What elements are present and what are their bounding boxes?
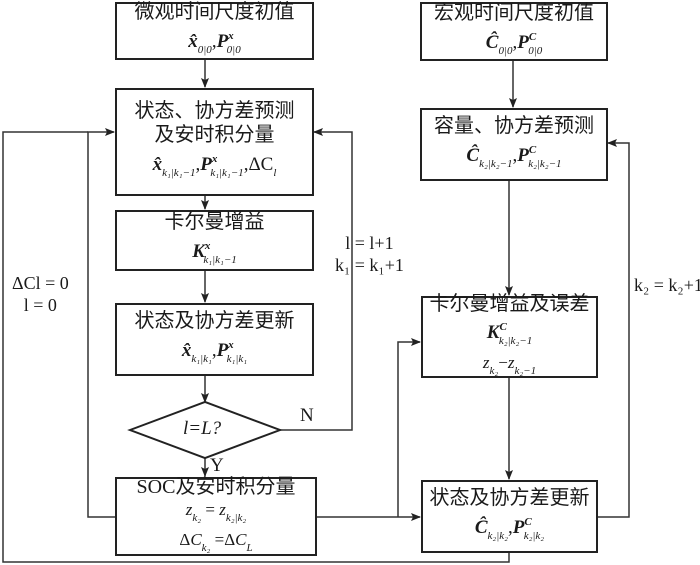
arrow-soc-to-macro-gain bbox=[397, 338, 421, 517]
micro-init-box: 微观时间尺度初值 x̂0|0,Px0|0 bbox=[115, 1, 314, 60]
macro-predict-box: 容量、协方差预测 Ĉk₂|k₂−1,PCk₂|k₂−1 bbox=[420, 108, 608, 181]
arrow-decision-no-loop bbox=[280, 128, 353, 431]
macro-predict-title: 容量、协方差预测 bbox=[434, 114, 594, 137]
macro-init-box: 宏观时间尺度初值 Ĉ0|0,PC0|0 bbox=[420, 2, 608, 61]
soc-math-2: ΔCk₂ =ΔCL bbox=[179, 529, 253, 554]
soc-title: SOC及安时积分量 bbox=[136, 475, 296, 498]
micro-increment-label: l = l+1 k₁ = k₁+1 bbox=[335, 232, 404, 276]
micro-increment-line1: l = l+1 bbox=[345, 233, 394, 253]
micro-predict-title-2: 及安时积分量 bbox=[154, 124, 275, 146]
macro-gain-math-1: KCk₂|k₂−1 bbox=[486, 321, 533, 347]
soc-box: SOC及安时积分量 zk₂ = zk₂|k₂ ΔCk₂ =ΔCL bbox=[115, 475, 317, 556]
reset-label-line1: ΔCl = 0 bbox=[12, 273, 69, 293]
micro-init-math: x̂0|0,Px0|0 bbox=[188, 30, 241, 56]
macro-gain-title: 卡尔曼增益及误差 bbox=[429, 293, 590, 315]
arrow-outer-loop bbox=[2, 131, 510, 563]
macro-gain-box: 卡尔曼增益及误差 KCk₂|k₂−1 zk₂−zk₂−1 bbox=[421, 293, 598, 378]
micro-predict-title-1: 状态、协方差预测 bbox=[134, 100, 295, 122]
micro-gain-box: 卡尔曼增益 Kxk₁|k₁−1 bbox=[115, 210, 314, 271]
macro-init-math: Ĉ0|0,PC0|0 bbox=[485, 30, 543, 57]
reset-label: ΔCl = 0 l = 0 bbox=[12, 272, 69, 316]
reset-label-line2: l = 0 bbox=[23, 295, 57, 315]
macro-predict-math: Ĉk₂|k₂−1,PCk₂|k₂−1 bbox=[466, 143, 562, 170]
micro-update-math: x̂k₁|k₁,Pxk₁|k₁ bbox=[181, 338, 248, 365]
micro-gain-title: 卡尔曼增益 bbox=[164, 210, 265, 233]
macro-init-title: 宏观时间尺度初值 bbox=[434, 1, 594, 24]
macro-update-box: 状态及协方差更新 Ĉk₂|k₂,PCk₂|k₂ bbox=[421, 480, 598, 553]
micro-update-box: 状态及协方差更新 x̂k₁|k₁,Pxk₁|k₁ bbox=[115, 303, 314, 376]
macro-update-title: 状态及协方差更新 bbox=[429, 486, 590, 509]
macro-gain-math-2: zk₂−zk₂−1 bbox=[482, 353, 537, 377]
decision-yes-label: Y bbox=[210, 455, 224, 476]
micro-init-title: 微观时间尺度初值 bbox=[134, 1, 295, 23]
micro-update-title: 状态及协方差更新 bbox=[134, 309, 295, 332]
macro-update-math: Ĉk₂|k₂,PCk₂|k₂ bbox=[474, 515, 545, 542]
arrow-reset-loop bbox=[87, 128, 115, 518]
soc-math-1: zk₂ = zk₂|k₂ bbox=[185, 499, 247, 524]
decision-text: l=L? bbox=[183, 418, 222, 439]
micro-gain-math: Kxk₁|k₁−1 bbox=[192, 239, 237, 266]
macro-increment-label: k₂ = k₂+1 bbox=[634, 275, 700, 295]
decision-no-label: N bbox=[300, 405, 314, 426]
micro-predict-math: x̂k₁|k₁−1,Pxk₁|k₁−1,ΔCl bbox=[152, 153, 277, 179]
decision-diamond bbox=[127, 400, 283, 460]
arrow-macro-loop bbox=[597, 139, 630, 518]
micro-predict-box: 状态、协方差预测 及安时积分量 x̂k₁|k₁−1,Pxk₁|k₁−1,ΔCl bbox=[115, 88, 314, 196]
micro-increment-line2: k₁ = k₁+1 bbox=[335, 255, 404, 275]
